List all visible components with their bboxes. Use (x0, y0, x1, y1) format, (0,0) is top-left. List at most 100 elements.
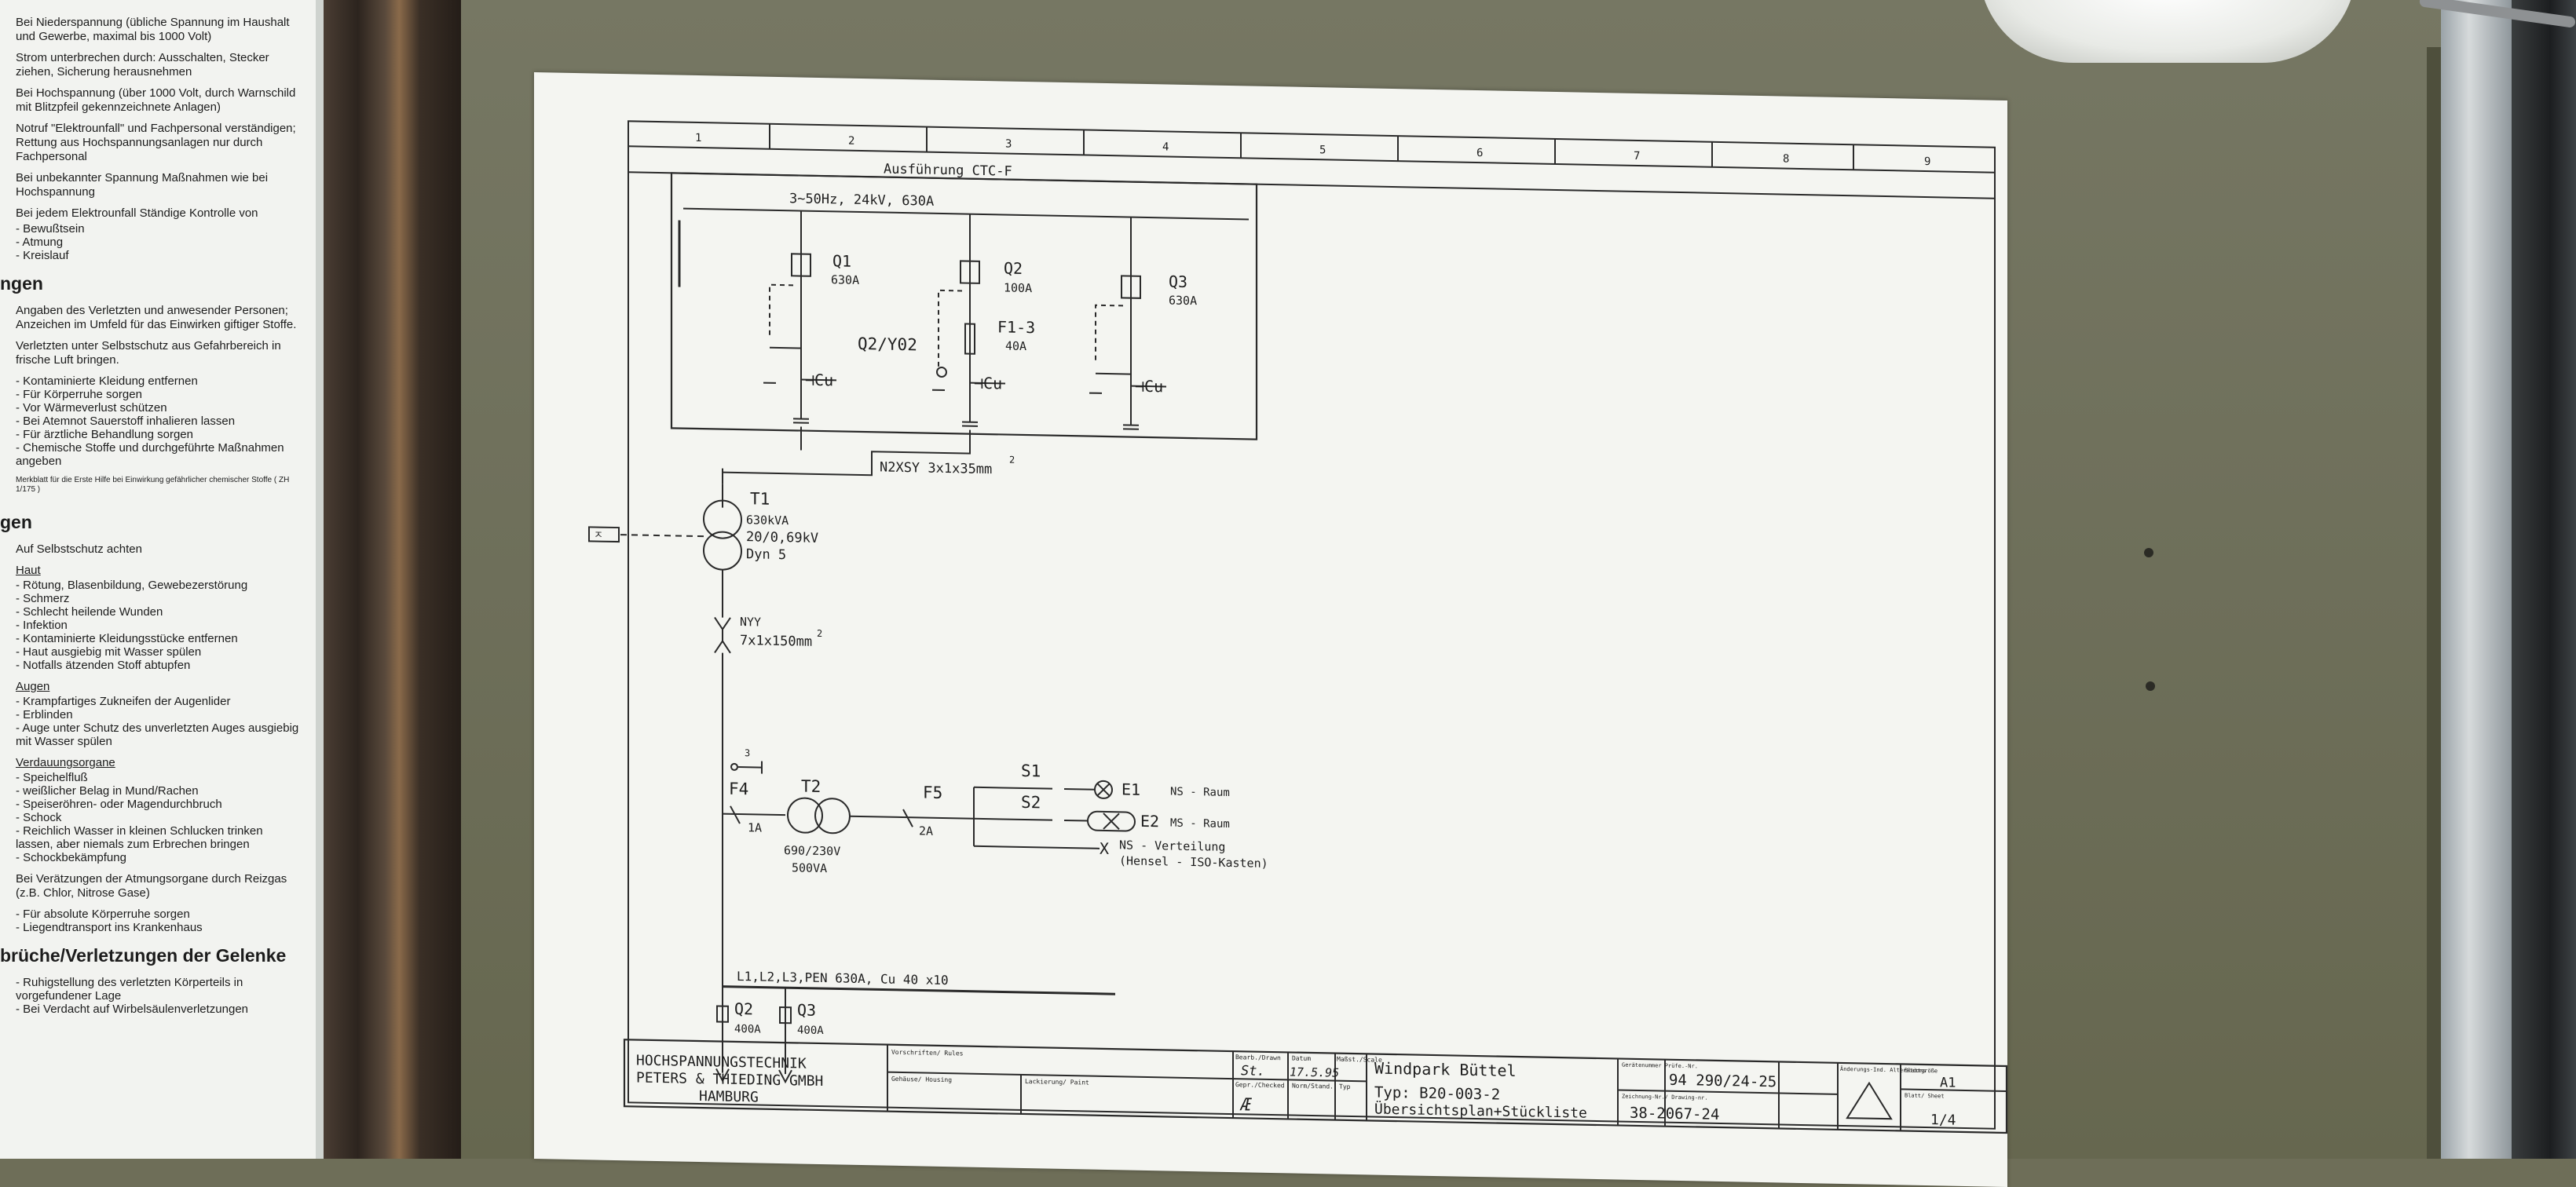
list-item: Kreislauf (16, 249, 303, 262)
column-number: 3 (1005, 138, 1012, 151)
t2-label: T2 (801, 777, 821, 796)
label-bearb: Bearb./Drawn (1235, 1054, 1281, 1061)
label-geraete: Gerätenummer Prüfe.-Nr. (1622, 1062, 1698, 1070)
list-item: Für absolute Körperruhe sorgen (16, 908, 303, 921)
label-norm: Norm/Stand. (1292, 1083, 1334, 1090)
poster-text: Verletzten unter Selbstschutz aus Gefahr… (16, 339, 303, 367)
f4-rating: 1A (748, 820, 762, 835)
poster-text: Notruf "Elektrounfall" und Fachpersonal … (16, 122, 303, 164)
e1-label: E1 (1122, 780, 1140, 798)
augen-list: Krampfartiges Zukneifen der Augenlider E… (16, 695, 303, 748)
list-item: Für ärztliche Behandlung sorgen (16, 428, 303, 441)
list-item: Schlecht heilende Wunden (16, 605, 303, 619)
list-item: Notfalls ätzenden Stoff abtupfen (16, 659, 303, 672)
mv-cable-label: N2XSY 3x1x35mm (880, 459, 992, 477)
column-number: 6 (1476, 147, 1483, 159)
switch-q3-label: Q3 (1169, 272, 1187, 291)
screw (2144, 548, 2153, 557)
list-item: Krampfartiges Zukneifen der Augenlider (16, 695, 303, 708)
list-item: Speiseröhren- oder Magendurchbruch (16, 798, 303, 811)
haut-list: Rötung, Blasenbildung, Gewebezerstörung … (16, 579, 303, 672)
ku-label: ⊣Cu (974, 374, 1002, 393)
list-item: Reichlich Wasser in kleinen Schlucken tr… (16, 824, 303, 851)
list-item: Erblinden (16, 708, 303, 721)
drawing-number: 38-2067-24 (1630, 1105, 1719, 1123)
switch-q1-label: Q1 (832, 251, 851, 270)
variant-label: Ausführung CTC-F (884, 162, 1012, 180)
s2-label: S2 (1021, 793, 1041, 812)
lv-cable-exponent: 2 (817, 628, 822, 639)
s1-label: S1 (1021, 762, 1041, 780)
list-item: Ruhigstellung des verletzten Körperteils… (16, 976, 303, 1003)
e2-desc: MS - Raum (1170, 817, 1230, 831)
transformer-power: 630kVA (746, 513, 789, 528)
f5-label: F5 (923, 783, 942, 802)
label-zeichnung: Zeichnung-Nr./ Drawing-nr. (1622, 1094, 1708, 1101)
poster-text: Bei unbekannter Spannung Maßnahmen wie b… (16, 171, 303, 199)
mv-cable-exponent: 2 (1009, 455, 1015, 466)
metal-rail (2441, 0, 2512, 1159)
poster-note: Merkblatt für die Erste Hilfe bei Einwir… (16, 476, 303, 495)
column-number: 2 (848, 135, 854, 148)
screw (2146, 681, 2155, 691)
poster-heading: brüche/Verletzungen der Gelenke (0, 945, 303, 966)
poster-subheading: Verdauungsorgane (16, 756, 303, 769)
poster-subheading: Haut (16, 564, 303, 577)
ns-dist-label: NS - Verteilung (1119, 838, 1225, 854)
ns-dist-sub: (Hensel - ISO-Kasten) (1119, 853, 1268, 871)
switch-q2-label: Q2 (1004, 258, 1023, 277)
poster-heading: gen (0, 512, 303, 533)
switch-q1-rating: 630A (831, 272, 859, 287)
type-label: Typ: B20-003-2 (1374, 1084, 1500, 1104)
earth-number: 3 (745, 747, 750, 758)
ku-label: ⊣Cu (1135, 377, 1163, 396)
out-q3-label: Q3 (797, 1000, 816, 1019)
poster-heading: ngen (0, 273, 303, 294)
poster-text: Auf Selbstschutz achten (16, 542, 303, 557)
e2-label: E2 (1140, 812, 1159, 831)
label-blattgroesse: Blattgröße (1905, 1068, 1937, 1075)
list-item: Auge unter Schutz des unverletzten Auges… (16, 721, 303, 748)
project-name: Windpark Büttel (1374, 1059, 1517, 1080)
label-datum: Datum (1292, 1055, 1311, 1062)
f5-rating: 2A (919, 824, 933, 838)
company-line3: HAMBURG (699, 1088, 759, 1105)
list-item: Haut ausgiebig mit Wasser spülen (16, 645, 303, 659)
transformer-voltage: 20/0,69kV (746, 529, 818, 546)
ku-label: ⊣Cu (805, 371, 833, 390)
list-item: Atmung (16, 236, 303, 249)
lv-cable-label: NYY (740, 615, 761, 630)
column-number: 5 (1319, 144, 1326, 156)
list-item: Schmerz (16, 592, 303, 605)
poster-subheading: Augen (16, 680, 303, 693)
atmung-list: Für absolute Körperruhe sorgen Liegendtr… (16, 908, 303, 934)
list-item: Chemische Stoffe und durchgeführte Maßna… (16, 441, 303, 468)
list-item: Infektion (16, 619, 303, 632)
gelenke-list: Ruhigstellung des verletzten Körperteils… (16, 976, 303, 1016)
supply-label: 3~50Hz, 24kV, 630A (789, 191, 934, 210)
poster-text: Strom unterbrechen durch: Ausschalten, S… (16, 51, 303, 79)
poster-text: Bei Niederspannung (übliche Spannung im … (16, 16, 303, 44)
t2-power: 500VA (792, 860, 827, 875)
lv-cable-spec: 7x1x150mm (740, 633, 812, 650)
signature: Æ (1239, 1095, 1253, 1115)
door-edge (2427, 47, 2441, 1159)
poster-text: Bei Hochspannung (über 1000 Volt, durch … (16, 86, 303, 115)
out-q2-rating: 400A (734, 1023, 761, 1036)
list-item: Bei Verdacht auf Wirbelsäulenverletzunge… (16, 1003, 303, 1016)
bearb-value: St. (1241, 1063, 1265, 1079)
dark-edge (2512, 0, 2576, 1159)
sheet-size: A1 (1940, 1075, 1956, 1090)
column-number: 7 (1634, 150, 1640, 163)
label-gepr: Gepr./Checked (1235, 1081, 1285, 1089)
out-q2-label: Q2 (734, 999, 753, 1018)
description-label: Übersichtsplan+Stückliste (1374, 1101, 1587, 1122)
list-item: Liegendtransport ins Krankenhaus (16, 921, 303, 934)
poster-text: Bei Verätzungen der Atmungsorgane durch … (16, 872, 303, 900)
cabinet-frame (324, 0, 461, 1159)
switch-q3-rating: 630A (1169, 294, 1197, 309)
switch-q2-rating: 100A (1004, 280, 1032, 295)
sheet-number: 1/4 (1930, 1112, 1956, 1129)
q2-coil-label: Q2/Y02 (858, 334, 917, 354)
column-number: 1 (695, 132, 701, 144)
